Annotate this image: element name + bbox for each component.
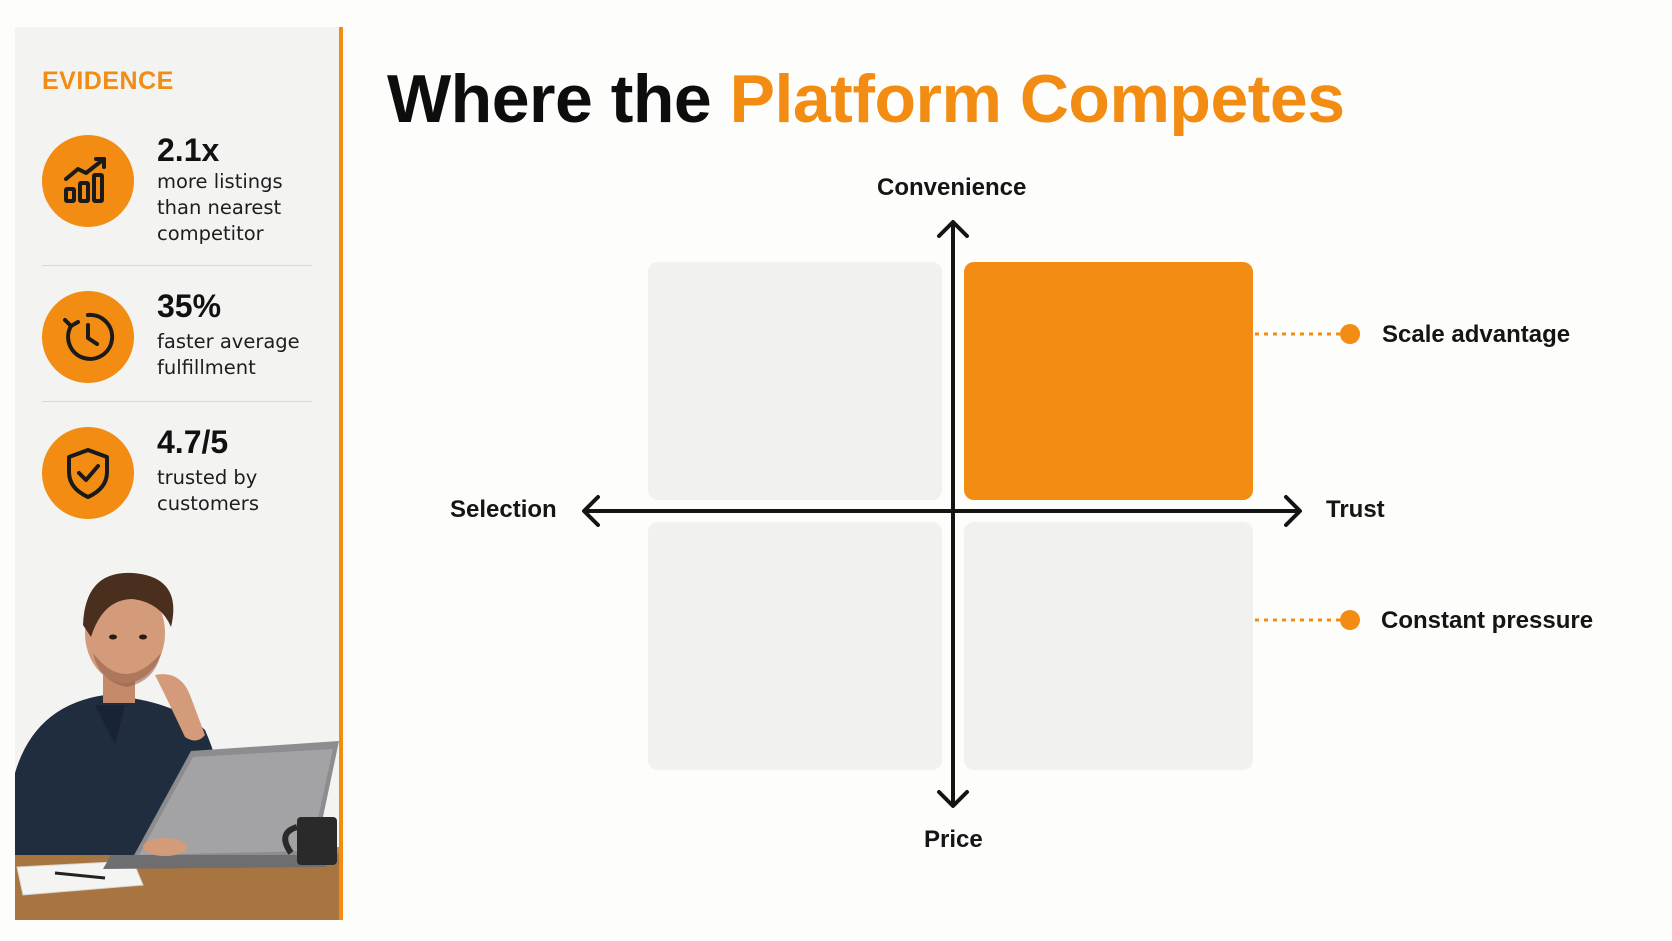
arrow-left-icon — [582, 495, 600, 527]
arrow-right-icon — [1284, 495, 1302, 527]
page-title: Where the Platform Competes — [387, 60, 1345, 138]
axis-label-top: Convenience — [877, 174, 1027, 201]
person-at-laptop-illustration — [15, 555, 339, 920]
evidence-sidebar: EVIDENCE 2.1x more listings than nearest… — [15, 27, 343, 920]
shield-check-icon — [42, 427, 134, 519]
clock-icon — [42, 291, 134, 383]
stat-description: trusted by customers — [157, 466, 259, 515]
callout-dot-scale — [1340, 324, 1360, 344]
stat-description: more listings than nearest competitor — [157, 170, 283, 245]
title-lead: Where the — [387, 61, 730, 137]
divider — [42, 401, 312, 402]
callout-dot-pressure — [1340, 610, 1360, 630]
quadrant-bottom-right — [964, 522, 1253, 770]
callout-label-scale: Scale advantage — [1382, 321, 1571, 348]
callout-label-pressure: Constant pressure — [1381, 607, 1594, 634]
quadrant-bottom-left — [648, 522, 942, 770]
title-accent: Platform Competes — [729, 61, 1345, 137]
arrow-down-icon — [937, 790, 969, 808]
quadrant-top-right — [964, 262, 1253, 500]
divider — [42, 265, 312, 266]
axis-label-bottom: Price — [924, 826, 983, 853]
stat-description: faster average fulfillment — [157, 330, 300, 379]
axis-label-right: Trust — [1326, 496, 1385, 523]
axis-label-left: Selection — [450, 496, 557, 523]
sidebar-heading: EVIDENCE — [42, 67, 174, 95]
arrow-up-icon — [937, 220, 969, 238]
growth-chart-icon — [42, 135, 134, 227]
stat-value: 35% — [157, 288, 222, 324]
quadrant-top-left — [648, 262, 942, 500]
stat-value: 4.7/5 — [157, 424, 229, 460]
stat-value: 2.1x — [157, 132, 220, 168]
